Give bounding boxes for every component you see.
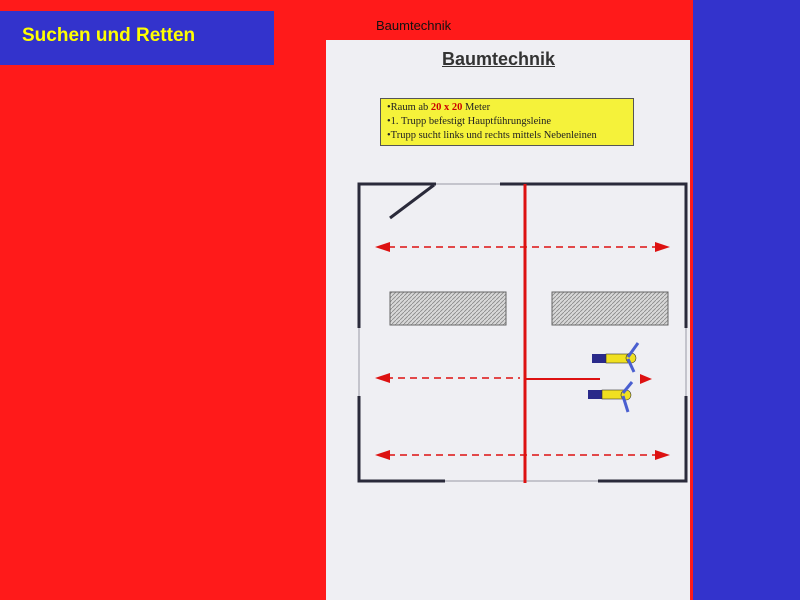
search-lines bbox=[386, 246, 662, 456]
title-box bbox=[0, 11, 274, 65]
arrow-icon bbox=[375, 373, 390, 383]
wall-bottom-left bbox=[357, 396, 445, 483]
firefighter-icon bbox=[588, 381, 634, 413]
info-note: •Raum ab 20 x 20 Meter •1. Trupp befesti… bbox=[380, 98, 634, 146]
slide-title: Suchen und Retten bbox=[22, 25, 196, 46]
obstacle-icon bbox=[389, 291, 507, 326]
arrow-icon bbox=[655, 242, 670, 252]
info-line-1-suffix: Meter bbox=[462, 102, 491, 113]
slide-caption: Baumtechnik bbox=[376, 18, 452, 33]
info-line-1: •Raum ab 20 x 20 Meter bbox=[387, 101, 633, 115]
wall-bottom-right bbox=[598, 396, 688, 483]
info-line-1-prefix: •Raum ab bbox=[387, 102, 431, 113]
arrow-icon bbox=[655, 450, 670, 460]
door-icon bbox=[389, 183, 435, 220]
wall-openings bbox=[358, 183, 687, 482]
room-walls bbox=[357, 182, 688, 483]
info-line-3: •Trupp sucht links und rechts mittels Ne… bbox=[387, 130, 597, 141]
wall-top-right bbox=[500, 182, 688, 328]
arrow-icons bbox=[375, 242, 670, 460]
info-room-size: 20 x 20 bbox=[430, 102, 463, 113]
right-color-band bbox=[693, 0, 800, 600]
arrow-icon bbox=[375, 450, 390, 460]
obstacle-icon bbox=[551, 291, 669, 326]
arrow-icon bbox=[640, 374, 652, 384]
info-line-2: •1. Trupp befestigt Hauptführungsleine bbox=[387, 116, 552, 127]
arrow-icon bbox=[375, 242, 390, 252]
firefighter-icon bbox=[592, 342, 640, 373]
wall-top-left bbox=[357, 182, 436, 328]
sheet-heading: Baumtechnik bbox=[442, 49, 556, 69]
